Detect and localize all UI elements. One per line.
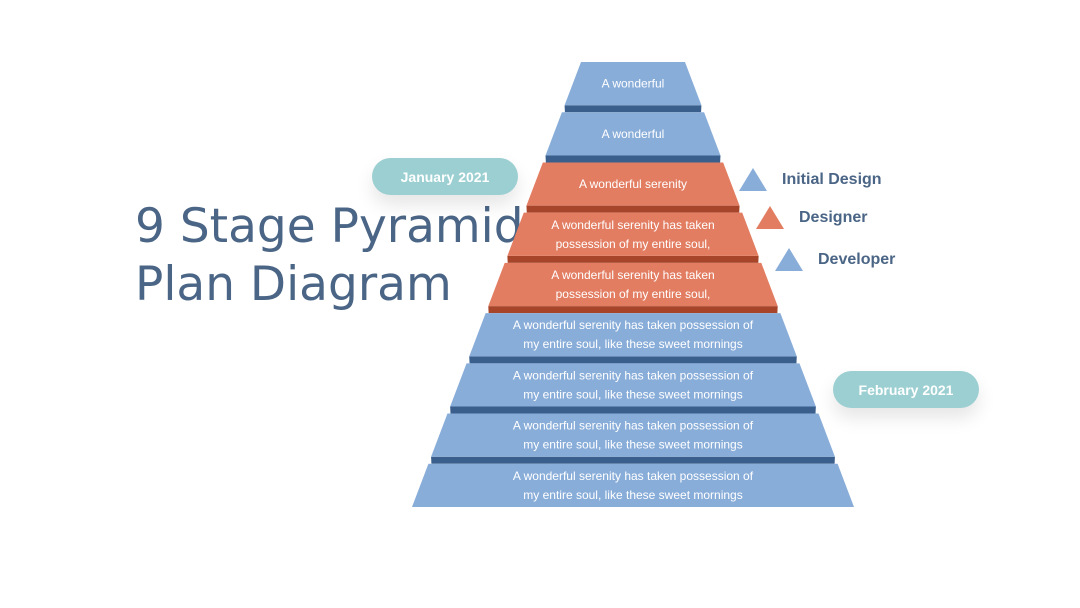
level-band (488, 262, 778, 307)
level-band (545, 112, 721, 156)
legend-item-initial-design: Initial Design (738, 167, 882, 193)
legend-item-designer: Designer (755, 205, 867, 231)
level-text: A wonderful (602, 127, 665, 141)
level-band (431, 413, 835, 457)
pyramid-level-8: A wonderful serenity has taken possessio… (431, 413, 835, 464)
level-band (507, 212, 759, 256)
level-band (469, 313, 797, 357)
level-text: A wonderful serenity has taken (551, 218, 714, 232)
date-pill-end: February 2021 (833, 371, 979, 408)
pyramid-level-9: A wonderful serenity has taken possessio… (412, 463, 854, 507)
pyramid-level-6: A wonderful serenity has taken possessio… (469, 313, 797, 364)
pyramid-level-4: A wonderful serenity has taken possession… (507, 212, 759, 263)
level-text: my entire soul, like these sweet morning… (523, 337, 742, 351)
level-text: A wonderful serenity has taken possessio… (513, 469, 754, 483)
level-band (450, 363, 816, 407)
level-edge (564, 105, 702, 113)
triangle-icon (756, 206, 784, 229)
level-edge (507, 255, 759, 263)
legend-label: Designer (799, 209, 868, 226)
level-text: A wonderful (602, 77, 665, 91)
level-text: A wonderful serenity has taken (551, 268, 714, 282)
pyramid-level-1: A wonderful (564, 62, 702, 113)
legend-label: Initial Design (782, 171, 882, 188)
level-text: A wonderful serenity (579, 177, 687, 191)
pyramid-level-7: A wonderful serenity has taken possessio… (450, 363, 816, 414)
page-title: 9 Stage Pyramid Plan Diagram (135, 198, 525, 314)
pyramid-level-2: A wonderful (545, 112, 721, 163)
level-text: possession of my entire soul, (556, 287, 711, 301)
level-edge (450, 406, 816, 414)
level-text: my entire soul, like these sweet morning… (523, 438, 742, 452)
pyramid-level-5: A wonderful serenity has taken possession… (488, 262, 778, 314)
level-edge (431, 456, 835, 464)
level-edge (488, 306, 778, 314)
date-pill-start: January 2021 (372, 158, 518, 195)
level-edge (526, 205, 740, 213)
triangle-icon (739, 168, 767, 191)
level-text: A wonderful serenity has taken possessio… (513, 368, 754, 382)
triangle-icon (775, 248, 803, 271)
level-edge (469, 356, 797, 364)
level-band (564, 62, 702, 106)
level-text: my entire soul, like these sweet morning… (523, 488, 742, 502)
level-edge (545, 155, 721, 163)
level-band (412, 463, 854, 507)
title-line-1: 9 Stage Pyramid (135, 199, 524, 254)
level-text: A wonderful serenity has taken possessio… (513, 318, 754, 332)
legend-label: Developer (818, 251, 896, 268)
level-text: A wonderful serenity has taken possessio… (513, 419, 754, 433)
legend-item-developer: Developer (774, 247, 895, 273)
title-line-2: Plan Diagram (135, 257, 452, 312)
pyramid-level-3: A wonderful serenity (526, 162, 740, 213)
level-text: my entire soul, like these sweet morning… (523, 387, 742, 401)
level-text: possession of my entire soul, (556, 237, 711, 251)
level-band (526, 162, 740, 206)
